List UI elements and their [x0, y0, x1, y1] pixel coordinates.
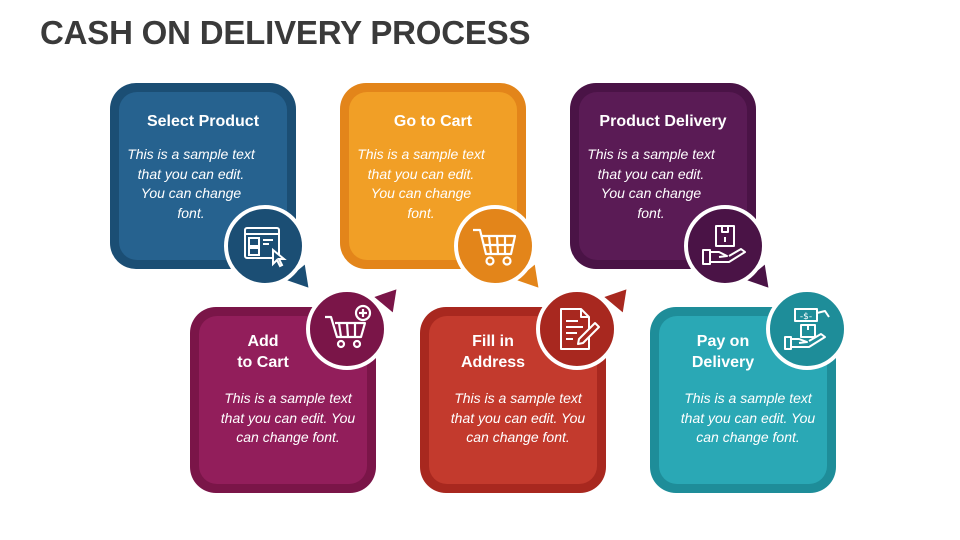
step-description: This is a sample text that you can edit.… [220, 390, 356, 445]
step-title: Go to Cart [393, 113, 473, 130]
step-title: Product Delivery [599, 113, 727, 130]
step-card-add-to-cart: Add to Cart This is a sample text that y… [190, 307, 376, 493]
svg-text:-$-: -$- [800, 312, 812, 322]
step-title: Select Product [146, 113, 260, 130]
step-title: Pay on Delivery [691, 333, 755, 371]
step-description: This is a sample text that you can edit.… [127, 146, 255, 221]
page-title: CASH ON DELIVERY PROCESS [40, 14, 531, 51]
step-card-select-product: Select Product This is a sample text tha… [110, 83, 296, 269]
step-description: This is a sample text that you can edit.… [680, 390, 816, 445]
cash-payment-icon: -$- [766, 288, 848, 370]
document-edit-icon [536, 288, 618, 370]
package-in-hand-icon [684, 205, 766, 287]
step-title: Fill in Address [460, 333, 526, 371]
add-to-cart-icon [306, 288, 388, 370]
step-title: Add to Cart [237, 333, 289, 371]
step-description: This is a sample text that you can edit.… [450, 390, 586, 445]
shopping-cart-icon [454, 205, 536, 287]
step-description: This is a sample text that you can edit.… [587, 146, 715, 221]
step-description: This is a sample text that you can edit.… [357, 146, 485, 221]
product-catalog-click-icon [224, 205, 306, 287]
